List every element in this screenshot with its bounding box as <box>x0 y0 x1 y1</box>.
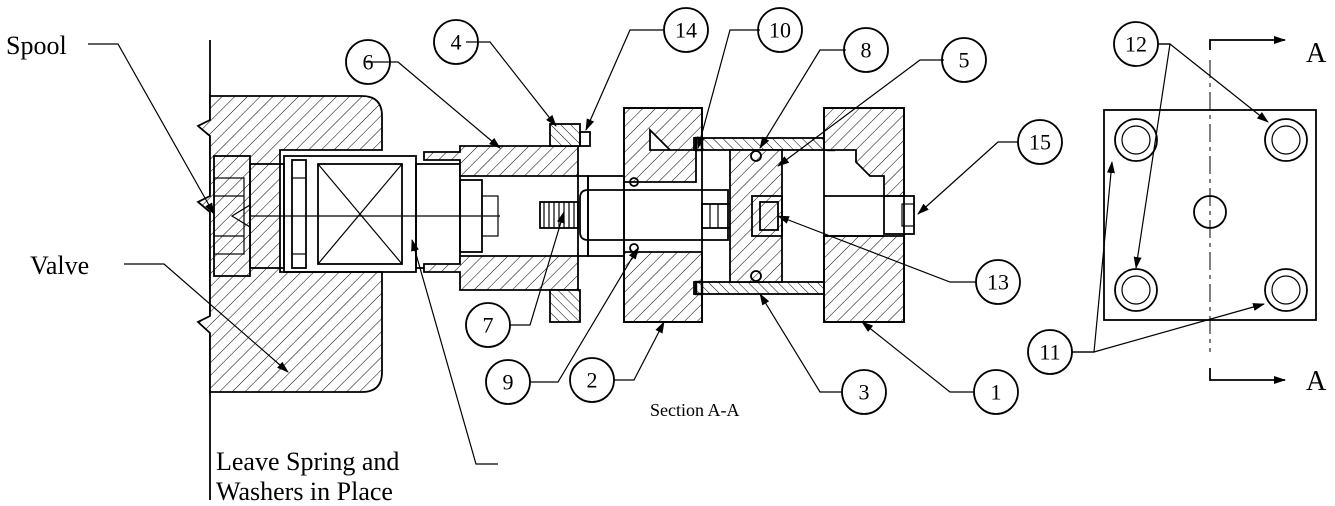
callout-14: 14 <box>675 18 697 43</box>
callout-15: 15 <box>1029 130 1051 155</box>
callout-8: 8 <box>861 38 872 63</box>
leave-spring-label-line2: Washers in Place <box>216 477 393 506</box>
callout-11: 11 <box>1039 340 1060 365</box>
callout-bubbles: 1 2 3 4 5 6 7 8 9 10 11 12 13 14 15 <box>345 7 1159 415</box>
leader-lines <box>88 29 1269 465</box>
text-labels: Spool Valve Leave Spring and Washers in … <box>6 31 1327 506</box>
callout-13: 13 <box>987 270 1009 295</box>
valve-body <box>196 40 383 500</box>
spool-label: Spool <box>6 31 67 60</box>
screw-part-7 <box>539 201 579 229</box>
end-view <box>1103 36 1317 384</box>
section-title: Section A-A <box>650 400 740 420</box>
sleeve-part-6 <box>423 145 625 291</box>
endcap-part-1 <box>823 107 915 323</box>
flange-part-4 <box>549 123 591 323</box>
callout-1: 1 <box>991 380 1002 405</box>
block-part-2 <box>623 107 703 323</box>
section-mark-top: A <box>1306 38 1327 69</box>
callout-6: 6 <box>363 50 374 75</box>
callout-3: 3 <box>859 380 870 405</box>
valve-label: Valve <box>30 251 89 280</box>
callout-4: 4 <box>451 30 462 55</box>
callout-9: 9 <box>503 370 514 395</box>
spring-cartridge <box>249 155 500 273</box>
callout-7: 7 <box>483 313 494 338</box>
callout-2: 2 <box>587 368 598 393</box>
piston-part-5 <box>729 149 783 283</box>
callout-12: 12 <box>1125 32 1147 57</box>
leave-spring-label-line1: Leave Spring and <box>216 447 399 476</box>
section-mark-bottom: A <box>1306 366 1327 397</box>
callout-5: 5 <box>959 48 970 73</box>
callout-10: 10 <box>769 18 791 43</box>
